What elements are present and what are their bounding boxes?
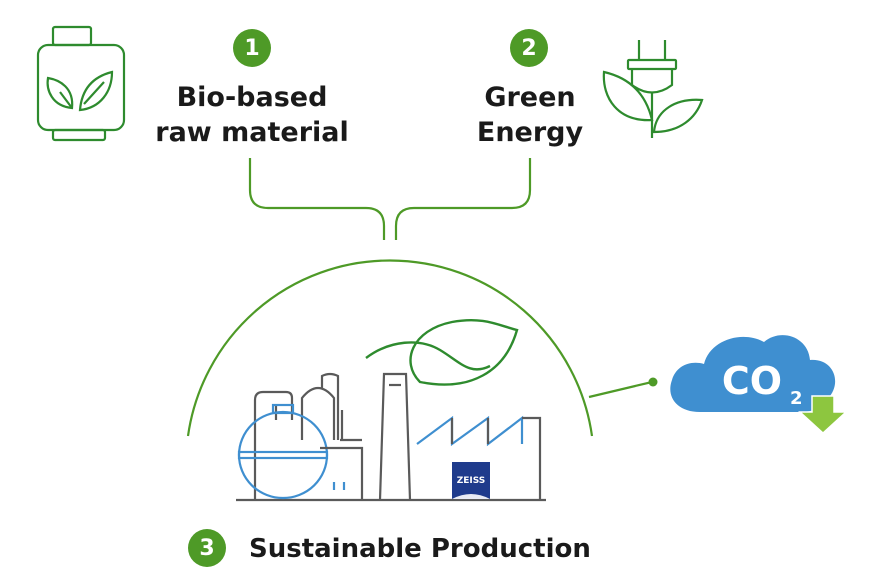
raw-material-line: raw material (155, 117, 349, 148)
step-3-badge: 3 (188, 529, 226, 567)
svg-text:2: 2 (790, 388, 803, 409)
svg-text:CO: CO (722, 359, 782, 403)
green-line: Green (484, 82, 576, 113)
bio-based-line: Bio-based (176, 82, 328, 113)
zeiss-logo-text: ZEISS (457, 476, 486, 486)
green-energy-label: Green Energy (440, 80, 620, 150)
step-1-badge: 1 (233, 29, 271, 67)
co2-text: CO (722, 359, 782, 403)
co2-cloud-down-arrow-icon: CO 2 (670, 335, 848, 435)
dome-arc (186, 259, 594, 437)
down-arrow-icon (798, 395, 848, 435)
gas-cylinder-leaf-icon (36, 25, 126, 142)
co2-connector (588, 380, 653, 399)
sustainable-production-label: Sustainable Production (249, 534, 591, 564)
zeiss-logo: ZEISS (452, 462, 490, 499)
factory-icon (236, 372, 546, 502)
leaf-icon (365, 318, 519, 386)
connector-lines (248, 158, 532, 240)
energy-line: Energy (476, 117, 584, 148)
step-2-badge: 2 (510, 29, 548, 67)
co2-subscript: 2 (790, 388, 803, 409)
bio-based-raw-material-label: Bio-based raw material (140, 80, 364, 150)
co2-connector-dot (648, 377, 658, 387)
plug-plant-icon (602, 40, 704, 138)
